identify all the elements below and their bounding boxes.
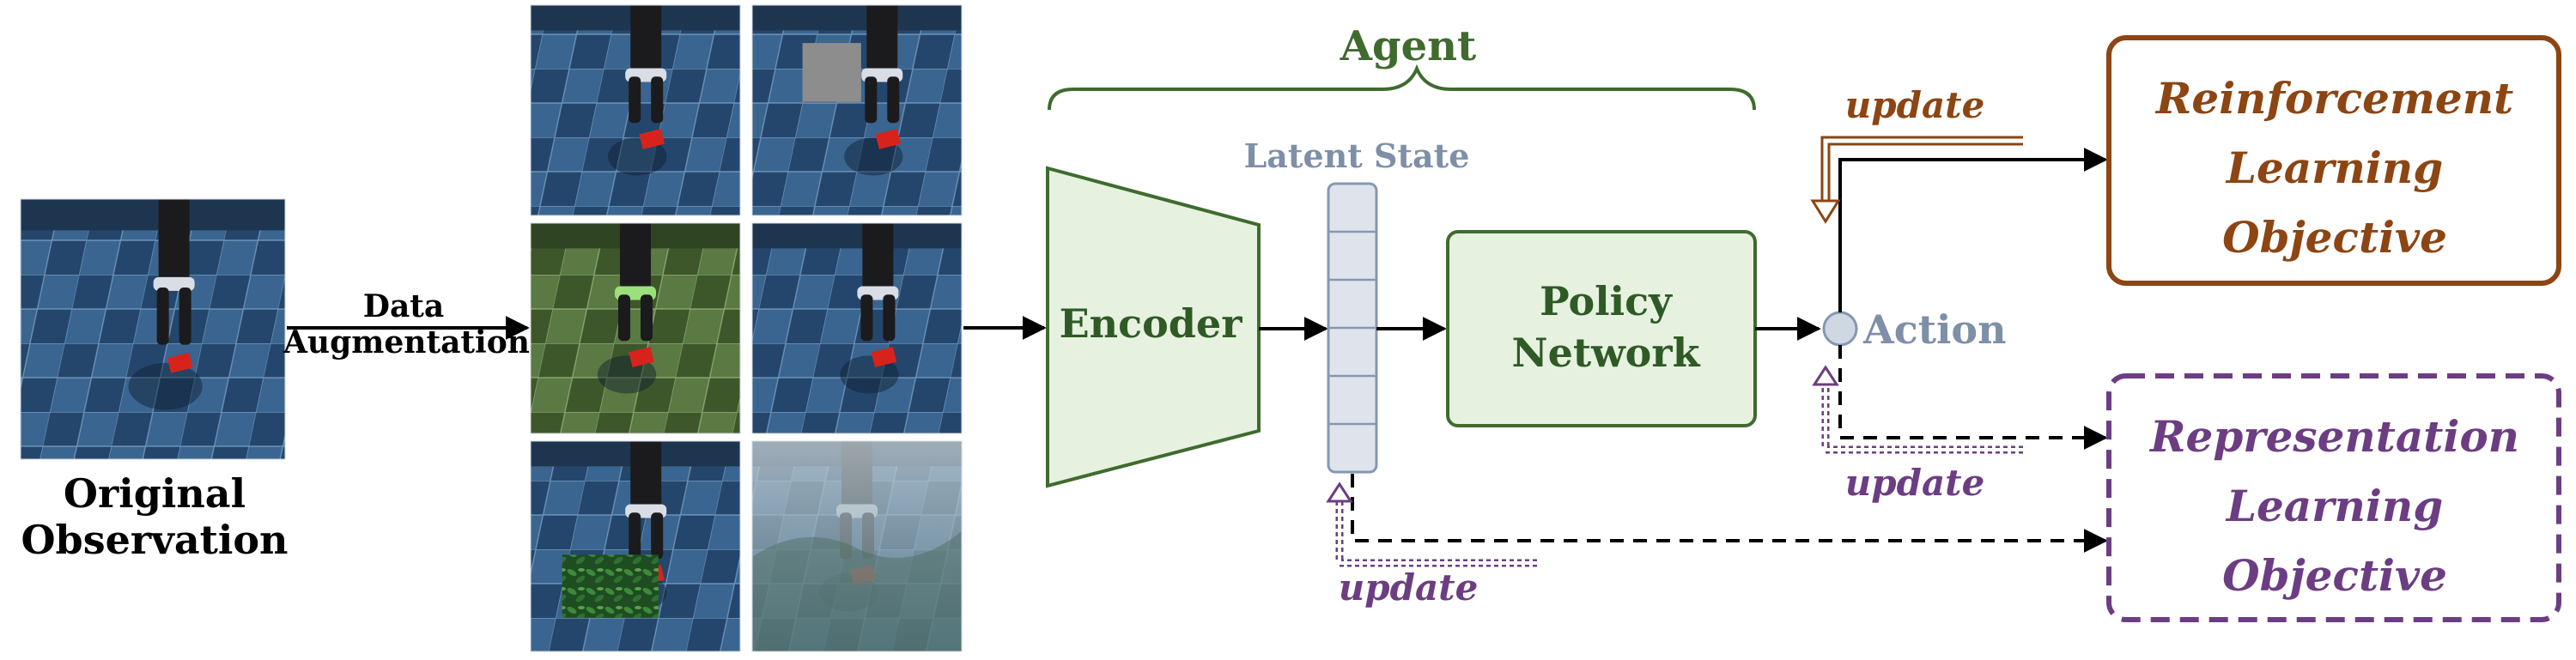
- original-line-2: Observation: [21, 517, 289, 564]
- robot-shadow: [844, 137, 903, 176]
- thumbnail-border: [751, 4, 963, 216]
- thumbnail-border: [530, 222, 741, 434]
- robot-shadow: [840, 355, 899, 394]
- floor-pattern: [752, 223, 962, 433]
- augmented-image-color-jitter: [530, 222, 741, 434]
- action-node: [1822, 311, 1858, 347]
- red-cube: [639, 129, 665, 149]
- red-cube: [629, 347, 654, 367]
- action-to-representation-arrow: [1838, 345, 2108, 450]
- original-observation-label: Original Observation: [9, 470, 301, 564]
- data-augmentation-label: Data Augmentation: [283, 288, 530, 361]
- augmented-image-background-overlay: [751, 440, 963, 652]
- augmented-image-random-crop: [530, 4, 741, 216]
- update-rl-arrow-inner: [1823, 138, 2023, 203]
- update-representation-action-label: update: [1844, 462, 1985, 504]
- red-cube: [871, 347, 897, 367]
- latent-to-representation-arrow: [1351, 474, 2108, 553]
- cutout-patch: [802, 43, 861, 102]
- rep-objective-line-1: Representation: [2149, 411, 2520, 462]
- robot-arm: [862, 223, 894, 295]
- rl-objective-box: [2106, 35, 2561, 286]
- rep-objective-line-2: Learning: [2226, 481, 2444, 531]
- robot-finger-left: [860, 294, 873, 342]
- thumbnail-border: [530, 440, 741, 652]
- update-rep-action-outer: [1821, 383, 2023, 454]
- original-observation-image: [20, 198, 286, 460]
- latent-state-label: Latent State: [1243, 136, 1470, 175]
- update-rl-label: update: [1844, 84, 1985, 126]
- floor-pattern: [21, 199, 285, 459]
- augmentation-line-1: Data: [362, 288, 445, 324]
- robot-finger-right: [179, 288, 191, 345]
- action-label: Action: [1863, 306, 2007, 353]
- thumbnail-border: [530, 4, 741, 216]
- update-rl-arrow-outer: [1820, 136, 2023, 203]
- augmentation-line-2: Augmentation: [283, 324, 530, 361]
- robot-collar: [153, 276, 195, 291]
- update-rep-latent-arrowhead: [1326, 481, 1353, 503]
- robot-finger-left: [618, 294, 630, 342]
- red-cube: [167, 352, 193, 373]
- rl-objective-label: Reinforcement Learning Objective: [2114, 64, 2555, 272]
- robot-arm: [630, 441, 662, 513]
- robot-arm: [158, 199, 190, 290]
- update-rl-arrowhead: [1810, 199, 1841, 224]
- update-rep-action-inner: [1824, 383, 2023, 451]
- robot-finger-left: [629, 512, 641, 560]
- back-wall: [21, 199, 285, 231]
- augmented-image-random-shift: [751, 222, 963, 434]
- update-rep-latent-inner: [1338, 500, 1537, 565]
- back-wall: [752, 5, 962, 31]
- action-to-rl-arrow: [1838, 148, 2108, 312]
- encoder-block: [1046, 166, 1261, 488]
- augmented-image-cutout: [751, 4, 963, 216]
- robot-arm: [866, 5, 898, 77]
- robot-finger-left: [156, 288, 169, 345]
- representation-objective-box: [2106, 373, 2561, 622]
- thumbnail-border: [751, 222, 963, 434]
- robot-finger-right: [887, 76, 900, 124]
- red-cube: [875, 129, 902, 149]
- rl-objective-line-2: Learning: [2226, 142, 2444, 193]
- haze-overlay: [752, 441, 962, 651]
- robot-arm: [630, 5, 662, 77]
- robot-shadow: [597, 355, 657, 394]
- robot-finger-right: [651, 76, 664, 124]
- rl-objective-line-1: Reinforcement: [2155, 73, 2514, 124]
- robot-arm: [620, 223, 651, 295]
- back-wall: [752, 223, 962, 249]
- thumbnail-border: [751, 440, 963, 652]
- robot-finger-left: [629, 76, 641, 124]
- leaf-patch: [562, 554, 659, 618]
- policy-line-2: Network: [1511, 329, 1700, 376]
- policy-line-1: Policy: [1540, 278, 1672, 324]
- update-rep-latent-outer: [1335, 500, 1537, 567]
- rl-objective-line-3: Objective: [2222, 212, 2447, 263]
- original-line-1: Original: [63, 470, 246, 517]
- agent-brace: [1048, 64, 1756, 111]
- robot-finger-left: [865, 76, 878, 124]
- floor-pattern: [752, 5, 962, 215]
- robot-finger-right: [883, 294, 896, 342]
- encoder-label: Encoder: [1059, 300, 1242, 347]
- robot-finger-right: [651, 512, 664, 560]
- update-rep-action-arrowhead: [1812, 365, 1839, 386]
- representation-objective-label: Representation Learning Objective: [2114, 402, 2555, 610]
- mountain-silhouette: [752, 530, 962, 651]
- update-representation-latent-label: update: [1338, 566, 1479, 609]
- thumbnail-border: [20, 198, 286, 460]
- policy-network-label: Policy Network: [1451, 276, 1760, 379]
- augmented-image-random-patch: [530, 440, 741, 652]
- agent-label: Agent: [1340, 22, 1477, 70]
- robot-shadow: [608, 137, 667, 176]
- rep-objective-line-3: Objective: [2222, 550, 2447, 601]
- robot-shadow: [128, 362, 203, 410]
- robot-finger-right: [641, 294, 653, 342]
